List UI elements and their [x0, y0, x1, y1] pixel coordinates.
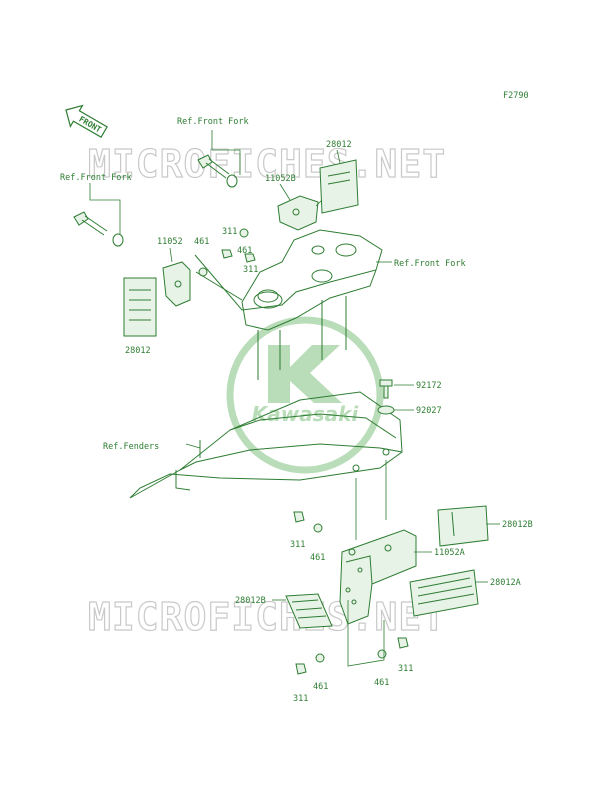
- label-28012-left: 28012: [125, 346, 151, 356]
- label-28012B-left: 28012B: [235, 596, 266, 606]
- label-461-e: 461: [374, 678, 389, 688]
- reflector-28012B-right: [437, 505, 500, 547]
- label-11052B: 11052B: [265, 174, 296, 184]
- label-ref-front-fork-left: Ref.Front Fork: [60, 173, 132, 183]
- watermark-bottom: MICROFICHES.NET: [88, 595, 446, 639]
- label-311-a: 311: [222, 227, 237, 237]
- label-311-b: 311: [243, 265, 258, 275]
- reflector-28012-top: [319, 149, 359, 214]
- label-461-c: 461: [310, 553, 325, 563]
- label-92027: 92027: [416, 406, 442, 416]
- fork-bracket: [194, 229, 392, 380]
- nut-311-b: [244, 253, 256, 263]
- figure-code: F2790: [503, 91, 529, 101]
- label-461-b: 461: [237, 246, 252, 256]
- label-28012-top: 28012: [326, 140, 352, 150]
- bolt-92172: [379, 379, 414, 399]
- bolt-left: [73, 183, 124, 247]
- label-311-d: 311: [293, 694, 308, 704]
- reflector-28012B-left: [272, 593, 333, 629]
- label-461-d: 461: [313, 682, 328, 692]
- label-28012B-right: 28012B: [502, 520, 533, 530]
- reflector-28012-left: [123, 277, 157, 337]
- nut-461-c: [313, 523, 323, 533]
- label-92172: 92172: [416, 381, 442, 391]
- nut-311-d: [295, 663, 307, 675]
- nut-461-b: [239, 228, 249, 238]
- label-28012A: 28012A: [490, 578, 521, 588]
- label-ref-front-fork-top: Ref.Front Fork: [177, 117, 249, 127]
- watermark-top: MICROFICHES.NET: [88, 142, 446, 186]
- label-461-a: 461: [194, 237, 209, 247]
- label-ref-fenders: Ref.Fenders: [103, 442, 159, 452]
- nut-461-e: [377, 649, 387, 659]
- bracket-11052B: [277, 183, 323, 231]
- front-fender: [129, 391, 403, 499]
- label-311-e: 311: [398, 664, 413, 674]
- label-ref-front-fork-right: Ref.Front Fork: [394, 259, 466, 269]
- logo-text: Kawasaki: [252, 402, 360, 426]
- label-11052: 11052: [157, 237, 183, 247]
- nut-311-a: [221, 249, 233, 259]
- kawasaki-logo: Kawasaki: [226, 316, 384, 474]
- nut-461-d: [315, 653, 325, 663]
- front-arrow-icon: FRONT: [65, 104, 108, 139]
- bracket-11052A: [339, 529, 432, 625]
- washer-92027: [377, 405, 414, 415]
- nut-311-c: [293, 511, 305, 523]
- label-11052A: 11052A: [434, 548, 465, 558]
- bracket-11052: [162, 247, 191, 307]
- reflector-28012A: [409, 569, 488, 617]
- label-311-c: 311: [290, 540, 305, 550]
- nut-311-e: [397, 637, 409, 649]
- bolt-top: [197, 130, 241, 188]
